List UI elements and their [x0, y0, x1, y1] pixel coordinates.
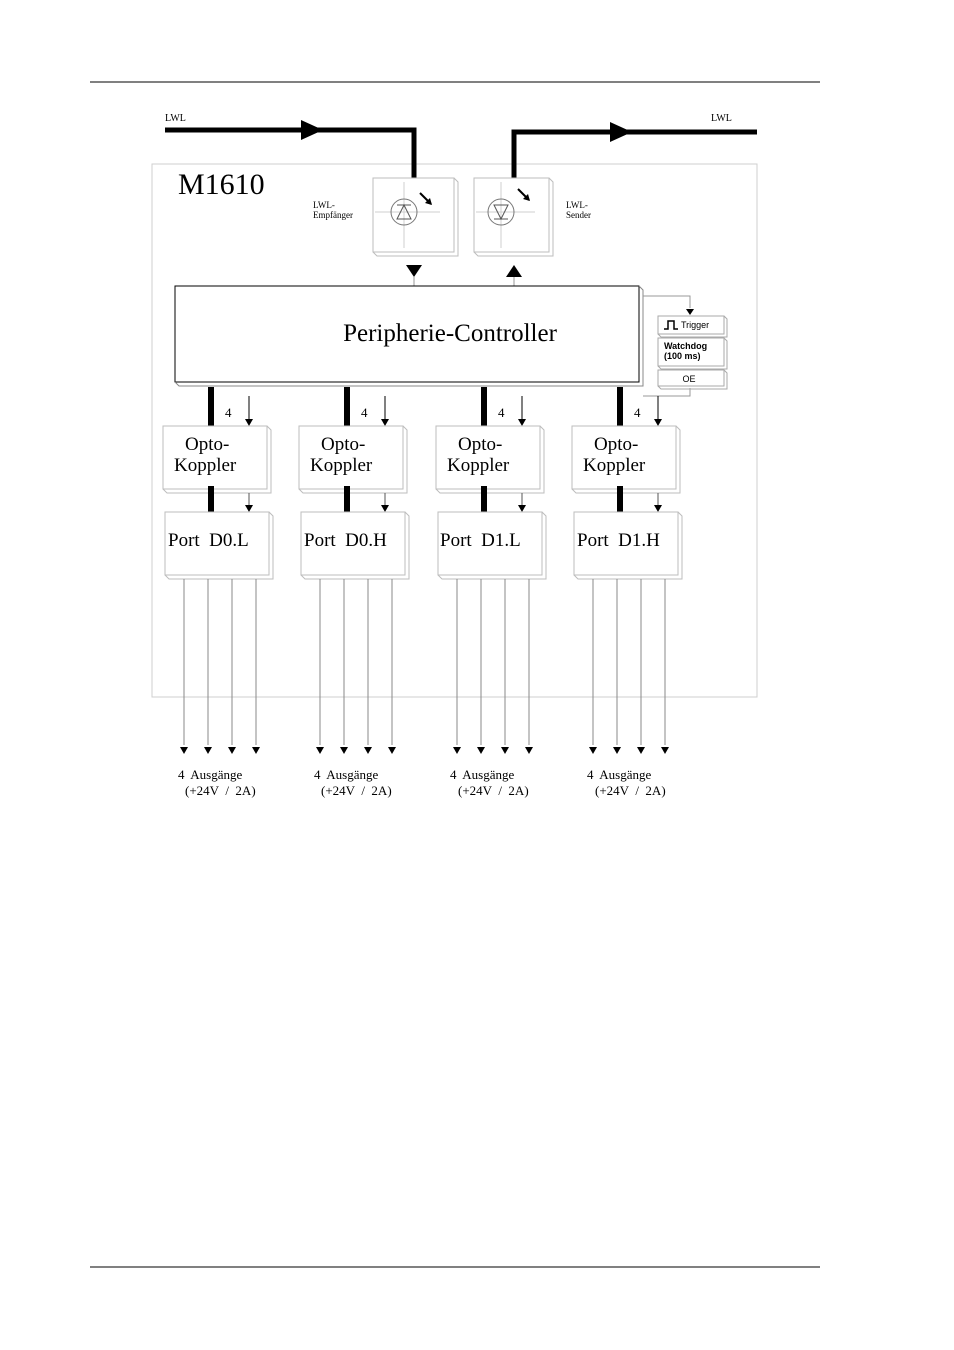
fiber-input-arrow [301, 120, 323, 140]
fiber-output-line [511, 122, 757, 178]
output-arrow [364, 747, 372, 754]
trigger-input-arrow [686, 309, 694, 315]
outputs-label-2: (+24V / 2A) [321, 783, 392, 798]
sender-label-1: LWL- [566, 200, 588, 210]
port-label: Port D0.H [304, 530, 387, 551]
watchdog-box [657, 337, 728, 370]
module-title: M1610 [178, 168, 265, 201]
output-arrow [204, 747, 212, 754]
peripheral-controller-block [174, 285, 644, 387]
output-arrow [340, 747, 348, 754]
output-arrow [637, 747, 645, 754]
output-arrow [388, 747, 396, 754]
bus-width-label: 4 [361, 405, 368, 420]
fiber-output-label: LWL [711, 113, 732, 124]
port-label: Port D1.L [440, 530, 521, 551]
outputs-label-2: (+24V / 2A) [458, 783, 529, 798]
optocoupler-label-2: Koppler [447, 455, 510, 476]
optocoupler-block [298, 425, 408, 494]
receiver-to-controller-arrow [406, 265, 422, 277]
optocoupler-label-1: Opto- [594, 434, 638, 455]
sender-label-2: Sender [566, 210, 591, 220]
optocoupler-label-1: Opto- [458, 434, 502, 455]
enable-arrow [654, 419, 662, 426]
fiber-sender-block [473, 177, 554, 286]
photodiode-icon [390, 198, 418, 226]
output-arrow [228, 747, 236, 754]
output-arrow [613, 747, 621, 754]
fiber-input-label: LWL [165, 113, 186, 124]
output-arrow [316, 747, 324, 754]
optocoupler-block [435, 425, 545, 494]
optocoupler-label-2: Koppler [174, 455, 237, 476]
led-icon [487, 198, 515, 226]
port-block [573, 511, 683, 580]
outputs-label-1: 4 Ausgänge [314, 767, 379, 782]
trigger-box [657, 315, 728, 338]
trigger-label: Trigger [681, 320, 709, 330]
watchdog-label-1: Watchdog [664, 341, 707, 351]
port-block [300, 511, 410, 580]
outputs-label-2: (+24V / 2A) [595, 783, 666, 798]
module-frame [151, 163, 758, 698]
port-label: Port D1.H [577, 530, 660, 551]
optocoupler-label-1: Opto- [185, 434, 229, 455]
channel-2 [435, 387, 547, 754]
output-arrow [589, 747, 597, 754]
output-arrow [477, 747, 485, 754]
enable-arrow [518, 505, 526, 512]
outputs-label-1: 4 Ausgänge [587, 767, 652, 782]
optocoupler-block [571, 425, 681, 494]
outputs-label-1: 4 Ausgänge [450, 767, 515, 782]
receiver-label-2: Empfänger [313, 210, 353, 220]
port-block [437, 511, 547, 580]
output-arrow [180, 747, 188, 754]
output-arrow [453, 747, 461, 754]
enable-arrow [245, 505, 253, 512]
fiber-receiver-block [372, 177, 459, 286]
control-panel: Trigger Watchdog (100 ms) OE [643, 295, 728, 397]
enable-arrow [518, 419, 526, 426]
channel-1 [298, 387, 410, 754]
output-arrow [252, 747, 260, 754]
optocoupler-block [162, 425, 272, 494]
channel-0 [162, 387, 274, 754]
receiver-label-1: LWL- [313, 200, 335, 210]
bus-width-label: 4 [498, 405, 505, 420]
port-label: Port D0.L [168, 530, 249, 551]
light-out-arrow-icon [517, 188, 530, 201]
fiber-input-line [165, 120, 417, 178]
outputs-label-1: 4 Ausgänge [178, 767, 243, 782]
enable-arrow [381, 505, 389, 512]
bus-width-label: 4 [634, 405, 641, 420]
output-arrow [525, 747, 533, 754]
outputs-label-2: (+24V / 2A) [185, 783, 256, 798]
fiber-output-arrow [610, 122, 632, 142]
channel-3 [571, 387, 683, 754]
output-arrow [501, 747, 509, 754]
enable-arrow [381, 419, 389, 426]
optocoupler-label-2: Koppler [583, 455, 646, 476]
controller-label: Peripherie-Controller [343, 320, 557, 347]
optocoupler-label-1: Opto- [321, 434, 365, 455]
enable-arrow [654, 505, 662, 512]
light-in-arrow-icon [419, 192, 432, 205]
pulse-icon [664, 320, 678, 330]
port-block [164, 511, 274, 580]
optocoupler-label-2: Koppler [310, 455, 373, 476]
oe-box [657, 369, 728, 390]
channels [162, 387, 683, 754]
controller-to-sender-arrow [506, 265, 522, 277]
watchdog-label-2: (100 ms) [664, 351, 701, 361]
enable-arrow [245, 419, 253, 426]
oe-label: OE [682, 374, 695, 384]
bus-width-label: 4 [225, 405, 232, 420]
output-arrow [661, 747, 669, 754]
